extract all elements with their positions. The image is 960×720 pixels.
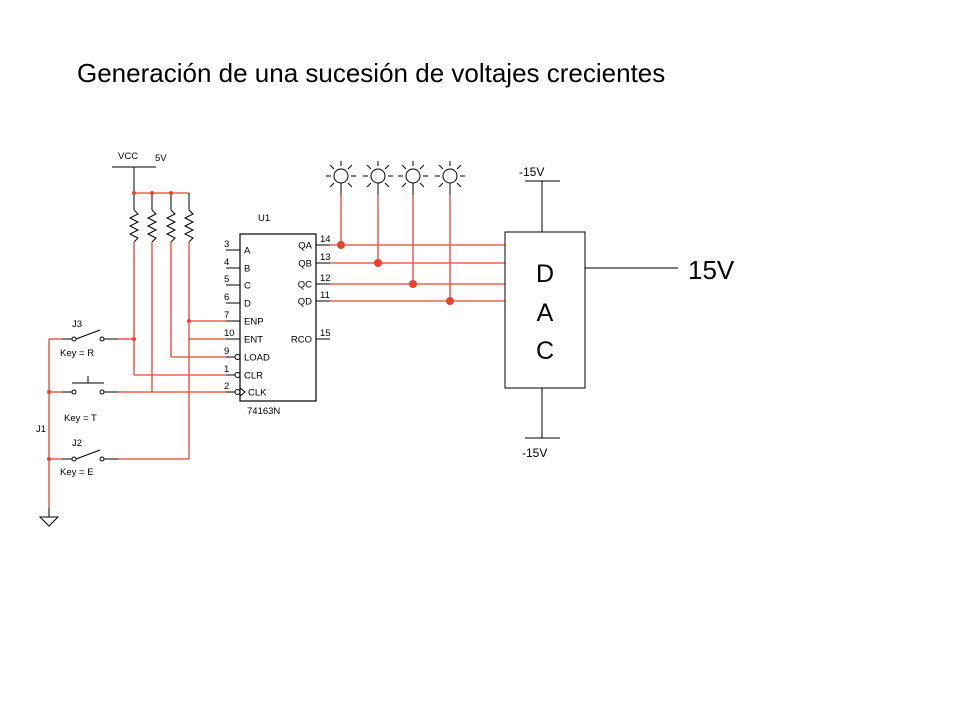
chip-pin-number: 4 bbox=[224, 257, 229, 268]
chip-pin-b: 4B bbox=[224, 257, 250, 275]
led-probe-qa bbox=[326, 161, 356, 195]
led-probe-qb bbox=[363, 161, 393, 195]
chip-ref-label: U1 bbox=[258, 213, 270, 224]
chip-pin-name: CLR bbox=[244, 371, 263, 382]
chip-pin-name: A bbox=[244, 246, 251, 257]
chip-pin-number: 3 bbox=[224, 239, 229, 250]
chip-pin-number: 5 bbox=[224, 274, 229, 285]
dac-letter-c: C bbox=[536, 337, 554, 365]
chip-pin-name: ENP bbox=[244, 317, 264, 328]
dac-block: D A C -15V -15V 15V bbox=[504, 165, 735, 460]
page-title: Generación de una sucesión de voltajes c… bbox=[77, 58, 666, 88]
chip-pin-number: 13 bbox=[320, 252, 331, 263]
chip-pin-number: 12 bbox=[320, 273, 331, 284]
chip-pin-name: ENT bbox=[244, 335, 263, 346]
resistor-r4 bbox=[183, 209, 195, 243]
chip-pin-name: B bbox=[244, 264, 250, 275]
dac-supply-top-label: -15V bbox=[519, 165, 544, 179]
switch-j3[interactable]: J3 Key = R bbox=[60, 319, 134, 359]
chip-pin-number: 15 bbox=[320, 328, 331, 339]
led-probe-qd bbox=[435, 161, 465, 195]
resistor-r1 bbox=[128, 209, 140, 243]
pushbutton-key: Key = T bbox=[64, 413, 97, 424]
chip-pin-name: CLK bbox=[248, 388, 267, 399]
j1-label: J1 bbox=[36, 424, 46, 435]
chip-pin-number: 14 bbox=[320, 234, 331, 245]
chip-pin-number: 7 bbox=[224, 310, 229, 321]
chip-pin-name: QA bbox=[298, 241, 312, 252]
chip-part-label: 74163N bbox=[247, 406, 280, 417]
chip-pin-number: 11 bbox=[320, 290, 330, 301]
pullup-resistors bbox=[128, 189, 195, 459]
switch-circuit: J3 Key = R Key = T J2 Key = E J1 bbox=[36, 319, 189, 527]
chip-pin-name: C bbox=[244, 281, 251, 292]
chip-pin-d: 6D bbox=[224, 292, 251, 310]
dac-output-label: 15V bbox=[688, 255, 735, 285]
chip-pin-number: 6 bbox=[224, 292, 229, 303]
chip-pin-name: RCO bbox=[291, 335, 312, 346]
chip-pin-name: QD bbox=[298, 297, 312, 308]
chip-input-wires bbox=[132, 319, 226, 393]
led-probes bbox=[326, 161, 465, 195]
chip-pin-number: 10 bbox=[224, 328, 235, 339]
dac-supply-bottom-label: -15V bbox=[522, 446, 547, 460]
pushbutton-switch[interactable]: Key = T bbox=[62, 376, 152, 424]
chip-pin-name: QC bbox=[298, 280, 312, 291]
chip-pin-number: 9 bbox=[224, 346, 229, 357]
resistor-r2 bbox=[146, 209, 158, 243]
switch-j3-key: Key = R bbox=[60, 348, 94, 359]
dac-letter-a: A bbox=[537, 299, 554, 327]
chip-pin-number: 2 bbox=[224, 381, 229, 392]
resistor-r3 bbox=[165, 209, 177, 243]
switch-j2-ref: J2 bbox=[72, 438, 82, 449]
switch-j2-key: Key = E bbox=[60, 467, 94, 478]
vcc-voltage-label: 5V bbox=[155, 153, 167, 164]
chip-pin-c: 5C bbox=[224, 274, 251, 292]
switch-j2[interactable]: J2 Key = E bbox=[60, 438, 189, 478]
vcc-label: VCC bbox=[118, 151, 138, 162]
switch-j3-ref: J3 bbox=[72, 319, 82, 330]
chip-pin-name: D bbox=[244, 299, 251, 310]
vcc-supply: VCC 5V bbox=[112, 151, 167, 189]
dac-letter-d: D bbox=[536, 260, 554, 288]
chip-pin-number: 1 bbox=[224, 364, 229, 375]
led-probe-qc bbox=[398, 161, 428, 195]
chip-pin-a: 3A bbox=[224, 239, 251, 257]
ground-symbol bbox=[38, 508, 60, 527]
chip-pin-name: QB bbox=[298, 259, 312, 270]
output-bus bbox=[330, 195, 505, 305]
chip-pin-name: LOAD bbox=[244, 353, 270, 364]
counter-chip-74163n: U1 74163N 3A4B5C6D7ENP10ENT9LOAD1CLR2CLK… bbox=[224, 213, 331, 417]
